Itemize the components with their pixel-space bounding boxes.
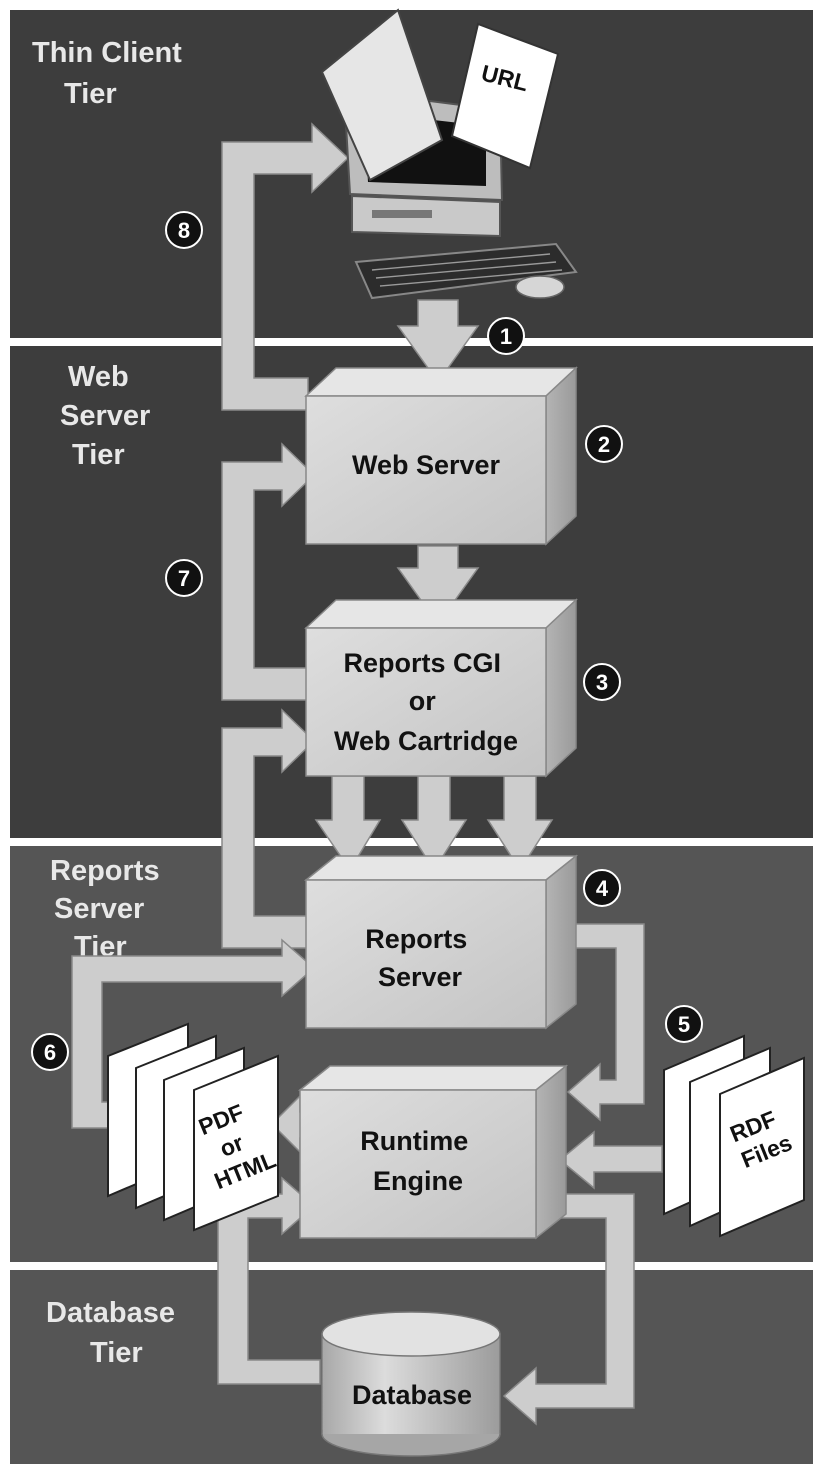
- request-arrow-1: [396, 299, 480, 384]
- step-number-6: 6: [44, 1040, 56, 1065]
- sheet-icon: [320, 8, 444, 182]
- step-number-7: 7: [178, 566, 190, 591]
- step-number-1: 1: [500, 324, 512, 349]
- runtime-engine-box: Runtime Engine: [297, 1064, 569, 1240]
- request-arrow-web-to-cgi: [396, 545, 480, 626]
- return-arrow-8: [221, 122, 350, 411]
- step-badge-8: 8: [165, 211, 203, 249]
- reports-cgi-label: Reports CGI or Web Cartridge: [334, 648, 518, 756]
- reports-to-runtime-arrow: [547, 923, 645, 1122]
- runtime-engine-label: Runtime Engine: [360, 1126, 476, 1196]
- reports-server-label: Reports Server: [365, 924, 475, 992]
- request-arrow-cgi-to-reports-b: [400, 775, 468, 872]
- request-arrow-cgi-to-reports-a: [314, 775, 382, 872]
- step-badge-1: 1: [487, 317, 525, 355]
- rdf-to-runtime-arrow: [558, 1130, 663, 1190]
- web-server-tier-label: Web Server Tier: [60, 361, 158, 471]
- step-badge-5: 5: [665, 1005, 703, 1043]
- request-arrow-cgi-to-reports-c: [486, 775, 554, 872]
- step-badge-4: 4: [583, 869, 621, 907]
- return-arrow-7: [221, 442, 316, 701]
- return-arrow-cgi: [221, 708, 316, 949]
- step-badge-2: 2: [585, 425, 623, 463]
- step-badge-3: 3: [583, 663, 621, 701]
- client-computer-icon: [320, 8, 578, 300]
- reports-cgi-box: Reports CGI or Web Cartridge: [304, 598, 578, 778]
- step-number-2: 2: [598, 432, 610, 457]
- database-cylinder: Database: [321, 1311, 501, 1457]
- step-badge-6: 6: [31, 1033, 69, 1071]
- runtime-to-database-arrow: [502, 1193, 635, 1426]
- reports-server-box: Reports Server: [303, 854, 579, 1030]
- rdf-files: [663, 1034, 805, 1238]
- database-to-runtime-arrow: [217, 1176, 321, 1385]
- step-badge-7: 7: [165, 559, 203, 597]
- database-label: Database: [352, 1380, 472, 1410]
- output-documents: [107, 1022, 279, 1232]
- database-tier-label: Database Tier: [46, 1297, 183, 1369]
- step-number-4: 4: [596, 876, 609, 901]
- web-server-box: Web Server: [304, 366, 578, 546]
- step-number-5: 5: [678, 1012, 690, 1037]
- output-to-reports-arrow: [71, 938, 316, 1129]
- step-number-3: 3: [596, 670, 608, 695]
- step-number-8: 8: [178, 218, 190, 243]
- web-server-label: Web Server: [352, 450, 501, 480]
- thin-client-tier-label: Thin Client Tier: [32, 37, 190, 110]
- url-document: URL: [450, 22, 560, 170]
- output-document-front: [193, 1054, 279, 1232]
- reports-server-tier-label: Reports Server Tier: [50, 855, 168, 963]
- rdf-file-front: [719, 1056, 805, 1238]
